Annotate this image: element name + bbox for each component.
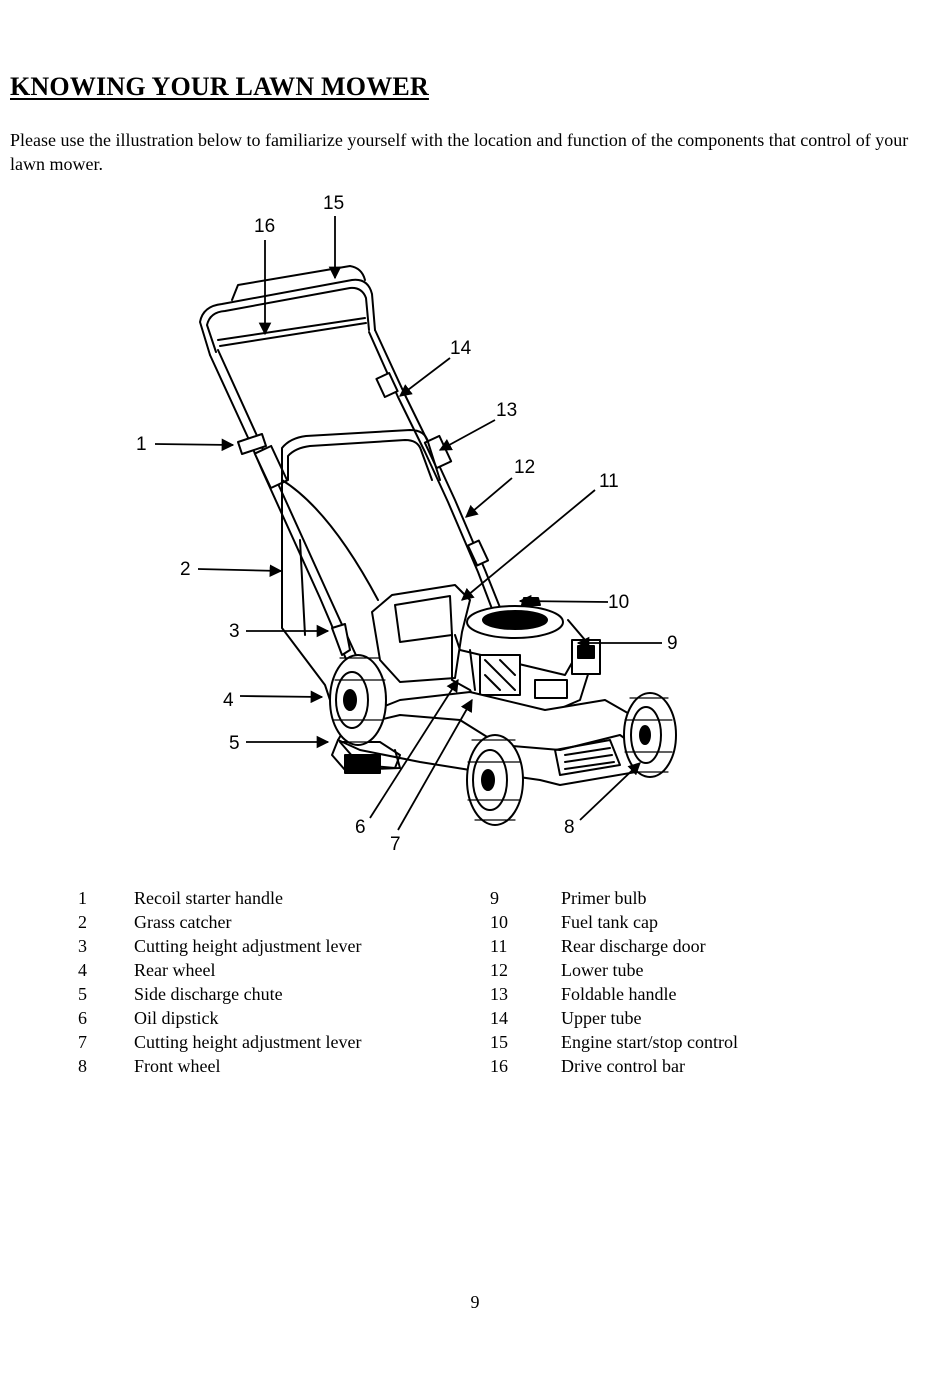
part-label: Drive control bar bbox=[561, 1056, 685, 1076]
part-number: 11 bbox=[490, 936, 508, 956]
part-label: Side discharge chute bbox=[134, 984, 283, 1004]
list-item: 10 Fuel tank cap bbox=[490, 910, 910, 934]
part-number: 5 bbox=[78, 984, 87, 1004]
page-number: 9 bbox=[470, 1292, 480, 1312]
part-label: Lower tube bbox=[561, 960, 644, 980]
list-item: 15 Engine start/stop control bbox=[490, 1030, 910, 1054]
part-number: 4 bbox=[78, 960, 87, 980]
callout-5: 5 bbox=[229, 733, 240, 754]
list-item: 3 Cutting height adjustment lever bbox=[78, 934, 478, 958]
part-label: Oil dipstick bbox=[134, 1008, 219, 1028]
part-number: 2 bbox=[78, 912, 87, 932]
list-item: 4 Rear wheel bbox=[78, 958, 478, 982]
mower-drawing bbox=[199, 265, 677, 826]
part-number: 7 bbox=[78, 1032, 87, 1052]
part-label: Recoil starter handle bbox=[134, 888, 283, 908]
callout-8: 8 bbox=[564, 817, 575, 838]
part-label: Grass catcher bbox=[134, 912, 232, 932]
part-label: Primer bulb bbox=[561, 888, 647, 908]
lawn-mower-illustration: 1 2 3 4 5 6 7 8 9 10 11 12 13 14 15 16 bbox=[0, 180, 950, 860]
parts-list-right: 9 Primer bulb 10 Fuel tank cap 11 Rear disc… bbox=[490, 886, 910, 1078]
list-item: 1 Recoil starter handle bbox=[78, 886, 478, 910]
part-number: 9 bbox=[490, 888, 499, 908]
part-number: 8 bbox=[78, 1056, 87, 1076]
callout-13: 13 bbox=[496, 400, 517, 421]
callout-7: 7 bbox=[390, 834, 401, 855]
callout-10: 10 bbox=[608, 592, 629, 613]
part-label: Rear discharge door bbox=[561, 936, 706, 956]
callout-11: 11 bbox=[599, 471, 619, 492]
list-item: 6 Oil dipstick bbox=[78, 1006, 478, 1030]
callout-arrows bbox=[154, 216, 662, 831]
list-item: 12 Lower tube bbox=[490, 958, 910, 982]
callout-12: 12 bbox=[514, 457, 535, 478]
part-number: 16 bbox=[490, 1056, 508, 1076]
list-item: 5 Side discharge chute bbox=[78, 982, 478, 1006]
part-label: Cutting height adjustment lever bbox=[134, 1032, 362, 1052]
part-number: 3 bbox=[78, 936, 87, 956]
intro-paragraph: Please use the illustration below to fam… bbox=[10, 130, 909, 174]
part-label: Foldable handle bbox=[561, 984, 677, 1004]
callout-4: 4 bbox=[223, 690, 234, 711]
list-item: 16 Drive control bar bbox=[490, 1054, 910, 1078]
part-number: 10 bbox=[490, 912, 508, 932]
callout-14: 14 bbox=[450, 338, 472, 359]
list-item: 9 Primer bulb bbox=[490, 886, 910, 910]
callout-15: 15 bbox=[323, 193, 344, 214]
list-item: 2 Grass catcher bbox=[78, 910, 478, 934]
list-item: 14 Upper tube bbox=[490, 1006, 910, 1030]
part-label: Fuel tank cap bbox=[561, 912, 658, 932]
callout-labels: 1 2 3 4 5 6 7 8 9 10 11 12 13 14 15 16 bbox=[136, 193, 678, 855]
part-number: 12 bbox=[490, 960, 508, 980]
part-number: 13 bbox=[490, 984, 508, 1004]
callout-9: 9 bbox=[667, 633, 678, 654]
part-label: Cutting height adjustment lever bbox=[134, 936, 362, 956]
callout-1: 1 bbox=[136, 434, 147, 455]
callout-2: 2 bbox=[180, 559, 191, 580]
part-label: Rear wheel bbox=[134, 960, 216, 980]
part-label: Front wheel bbox=[134, 1056, 221, 1076]
part-label: Engine start/stop control bbox=[561, 1032, 738, 1052]
page-heading: KNOWING YOUR LAWN MOWER bbox=[10, 72, 429, 101]
callout-16: 16 bbox=[254, 216, 275, 237]
part-label: Upper tube bbox=[561, 1008, 642, 1028]
callout-3: 3 bbox=[229, 621, 240, 642]
part-number: 6 bbox=[78, 1008, 87, 1028]
list-item: 7 Cutting height adjustment lever bbox=[78, 1030, 478, 1054]
list-item: 13 Foldable handle bbox=[490, 982, 910, 1006]
callout-6: 6 bbox=[355, 817, 366, 838]
list-item: 11 Rear discharge door bbox=[490, 934, 910, 958]
part-number: 15 bbox=[490, 1032, 508, 1052]
part-number: 1 bbox=[78, 888, 87, 908]
list-item: 8 Front wheel bbox=[78, 1054, 478, 1078]
part-number: 14 bbox=[490, 1008, 508, 1028]
